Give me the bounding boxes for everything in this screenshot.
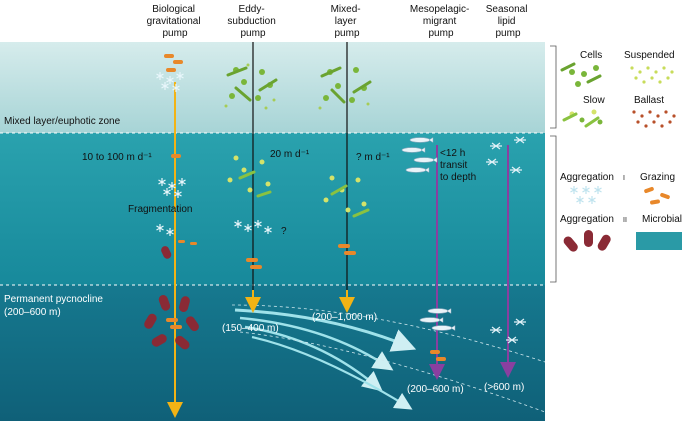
eddy-surface-community (224, 63, 278, 110)
header-lipid: Seasonal lipid pump (486, 4, 530, 39)
header-mixed: Mixed- layer pump (331, 4, 364, 39)
eddy-question-label: ? (281, 226, 287, 237)
mixed-depth-label: (200–1,000 m) (312, 312, 377, 323)
legend-cells-icon (560, 62, 602, 87)
mixed-surface-community (318, 66, 372, 110)
eddy-subducted-particles (227, 155, 273, 269)
legend-microbial-label: Microbial (642, 214, 682, 225)
eddy-rate-label: 20 m d⁻¹ (270, 149, 310, 160)
mixed-rate-label: ? m d⁻¹ (356, 152, 390, 163)
legend-aggregation1-label: Aggregation (560, 172, 614, 183)
meso-depth-label: (200–600 m) (407, 384, 464, 395)
legend-aggregation1-mark: I (623, 175, 625, 182)
legend-aggregation2-icon (563, 230, 611, 252)
zone-pycnocline-label: Permanent pycnocline (200–600 m) (4, 294, 106, 318)
bgp-rate-label: 10 to 100 m d⁻¹ (82, 152, 152, 163)
zone-mixed-layer-label: Mixed layer/euphotic zone (4, 116, 121, 127)
header-eddy: Eddy- subduction pump (227, 4, 278, 39)
legend-bracket-bottom (550, 135, 557, 283)
legend-aggregation2-label: Aggregation (560, 214, 614, 225)
meso-transit-label: <12 h transit to depth (440, 148, 476, 183)
subduction-flow-lines (231, 304, 546, 413)
legend-slow-label: Slow (583, 95, 605, 106)
mesopelagic-band (0, 133, 545, 285)
legend-ballast-icon (632, 110, 676, 128)
bgp-deep-aggregate (144, 295, 199, 350)
legend-grazing-icon (644, 186, 670, 205)
legend-aggregation1-icon (570, 186, 602, 204)
eddy-depth-label: (150–400 m) (222, 323, 279, 334)
bgp-pellet (171, 154, 181, 158)
fragmentation-label: Fragmentation (128, 204, 192, 215)
mixed-subducted-particles (323, 175, 370, 255)
bgp-fragments (161, 240, 197, 259)
legend-slow-icon (562, 109, 603, 128)
legend-suspended-icon (630, 66, 674, 84)
legend-grazing-label: Grazing (640, 172, 675, 183)
legend-microbial-swatch (636, 232, 682, 250)
header-bgp: Biological gravitational pump (147, 4, 204, 39)
bgp-surface-particles (155, 54, 185, 93)
legend-suspended-label: Suspended (624, 50, 675, 61)
mixed-layer-band (0, 42, 545, 133)
meso-pellets (430, 350, 446, 361)
lipid-depth-label: (>600 m) (484, 382, 524, 393)
legend-bracket-top (550, 45, 557, 129)
pycnocline-band (0, 285, 545, 421)
legend-cells-label: Cells (580, 50, 602, 61)
legend-aggregation2-mark: II (623, 217, 627, 224)
legend-ballast-label: Ballast (634, 95, 664, 106)
header-meso: Mesopelagic- migrant pump (410, 4, 472, 39)
